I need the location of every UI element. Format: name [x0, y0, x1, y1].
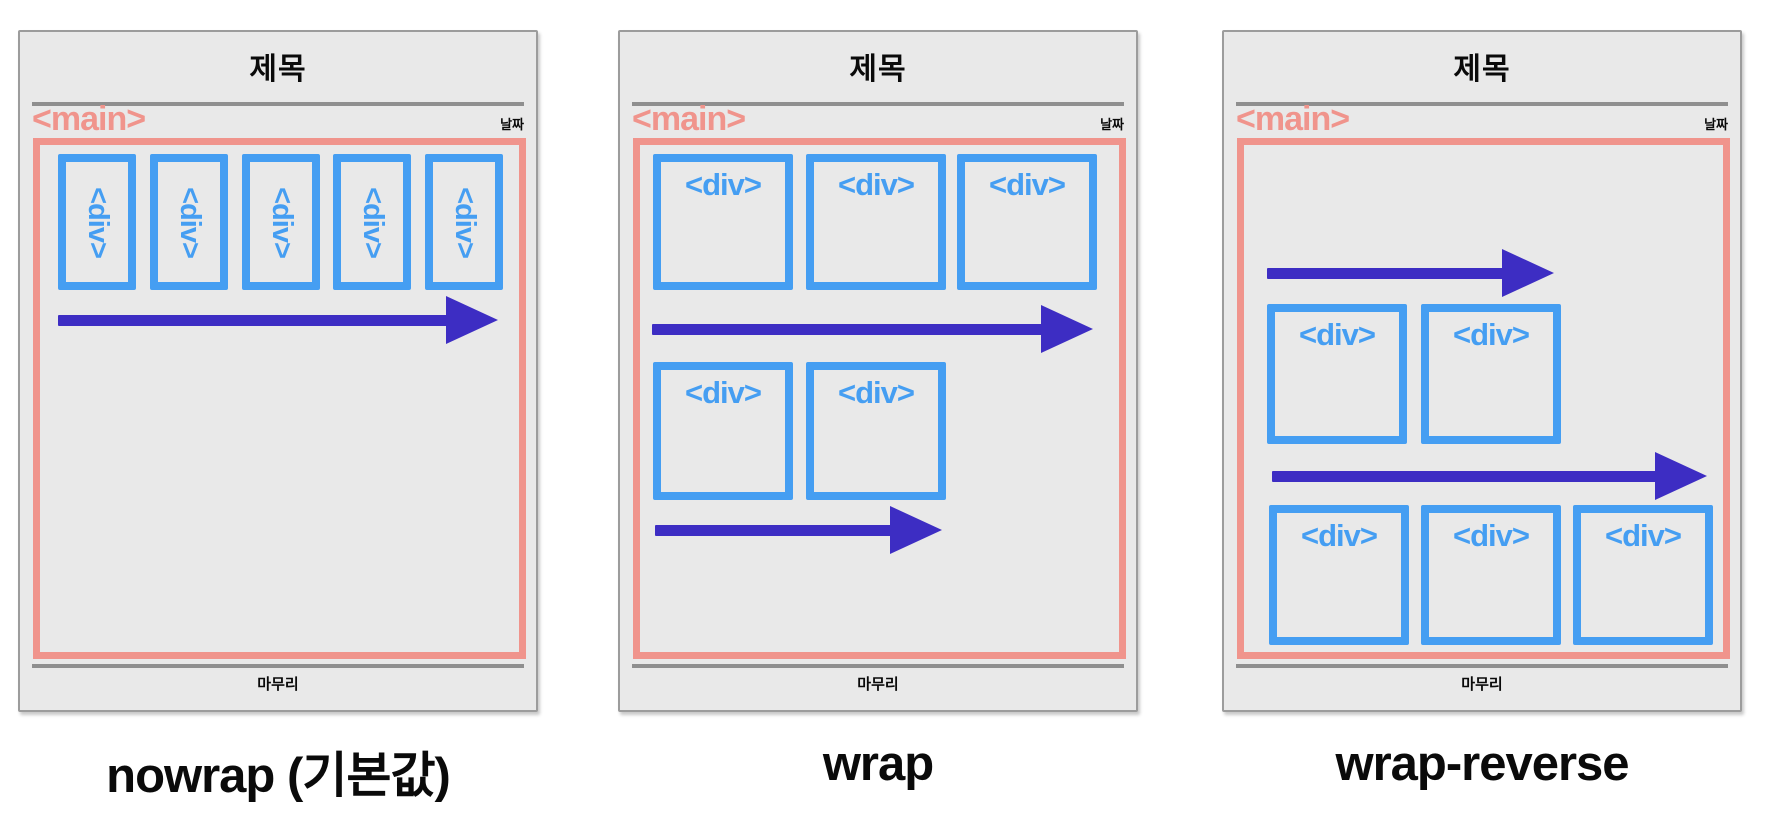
main-content-area: <div> <div> <div> <div> <div> [33, 138, 526, 659]
div-box-label: <div> [1453, 518, 1530, 553]
browser-frame-wrap-reverse: 제목 <main> 날짜 <div> <div> <div> <div> <div> 마무리 [1222, 30, 1742, 712]
arrow-right-icon [1655, 452, 1707, 500]
div-box: <div> [1421, 304, 1561, 444]
caption-nowrap: nowrap (기본값) [106, 749, 451, 803]
div-box: <div> [58, 154, 136, 290]
arrow-right-icon [1041, 305, 1093, 353]
footer-divider [32, 664, 524, 668]
div-box: <div> [1269, 505, 1409, 645]
div-box-label: <div> [1299, 317, 1376, 352]
page-title: 제목 [249, 53, 307, 86]
div-box: <div> [957, 154, 1097, 290]
arrow-right-icon [890, 506, 942, 554]
date-label: 날짜 [1100, 117, 1124, 132]
flow-arrow-shaft [58, 315, 454, 326]
main-content-area: <div> <div> <div> <div> <div> [1237, 138, 1730, 659]
footer-label: 마무리 [1461, 676, 1503, 693]
div-box-label: <div> [989, 167, 1066, 202]
main-content-area: <div> <div> <div> <div> <div> [633, 138, 1126, 659]
arrow-right-icon [1502, 249, 1554, 297]
date-label: 날짜 [500, 117, 524, 132]
div-box: <div> [425, 154, 503, 290]
div-box-label: <div> [173, 186, 206, 258]
div-box: <div> [1573, 505, 1713, 645]
div-box: <div> [806, 154, 946, 290]
panel-group-wrap-reverse: 제목 <main> 날짜 <div> <div> <div> <div> <div> 마무리 wr… [1222, 30, 1742, 792]
div-box-label: <div> [448, 186, 481, 258]
flow-arrow-shaft [1267, 268, 1510, 279]
div-box-label: <div> [265, 186, 298, 258]
header-row: <main> 날짜 [1236, 100, 1728, 140]
footer-divider [1236, 664, 1728, 668]
div-box-label: <div> [838, 375, 915, 410]
div-box-label: <div> [685, 167, 762, 202]
date-label: 날짜 [1704, 117, 1728, 132]
header-divider [32, 102, 524, 106]
header-row: <main> 날짜 [32, 100, 524, 140]
main-tag-label: <main> [632, 100, 746, 138]
footer-label: 마무리 [257, 676, 299, 693]
header-divider [632, 102, 1124, 106]
caption-wrap: wrap [822, 737, 934, 791]
panel-group-wrap: 제목 <main> 날짜 <div> <div> <div> <div> <div> 마무리 wr… [618, 30, 1138, 792]
div-box-label: <div> [81, 186, 114, 258]
div-box: <div> [653, 154, 793, 290]
header-divider [1236, 102, 1728, 106]
page-title: 제목 [849, 53, 907, 86]
div-box-label: <div> [838, 167, 915, 202]
div-box-label: <div> [1605, 518, 1682, 553]
flow-arrow-shaft [652, 324, 1049, 335]
browser-frame-wrap: 제목 <main> 날짜 <div> <div> <div> <div> <div> 마무리 [618, 30, 1138, 712]
div-box: <div> [1421, 505, 1561, 645]
arrow-right-icon [446, 296, 498, 344]
div-box-label: <div> [1453, 317, 1530, 352]
flow-arrow-shaft [655, 525, 898, 536]
browser-frame-nowrap: 제목 <main> 날짜 <div> <div> <div> <div> <div> 마무리 [18, 30, 538, 712]
main-tag-label: <main> [32, 100, 146, 138]
header-row: <main> 날짜 [632, 100, 1124, 140]
div-box: <div> [1267, 304, 1407, 444]
div-box-label: <div> [356, 186, 389, 258]
div-box: <div> [333, 154, 411, 290]
div-box: <div> [806, 362, 946, 500]
footer-divider [632, 664, 1124, 668]
div-box-label: <div> [1301, 518, 1378, 553]
div-box: <div> [242, 154, 320, 290]
caption-wrap-reverse: wrap-reverse [1335, 737, 1629, 791]
main-tag-label: <main> [1236, 100, 1350, 138]
div-box: <div> [653, 362, 793, 500]
div-box-label: <div> [685, 375, 762, 410]
flow-arrow-shaft [1272, 471, 1663, 482]
panel-group-nowrap: 제목 <main> 날짜 <div> <div> <div> <div> <div> 마무리 no… [18, 30, 538, 807]
footer-label: 마무리 [857, 676, 899, 693]
div-box: <div> [150, 154, 228, 290]
page-title: 제목 [1453, 53, 1511, 86]
